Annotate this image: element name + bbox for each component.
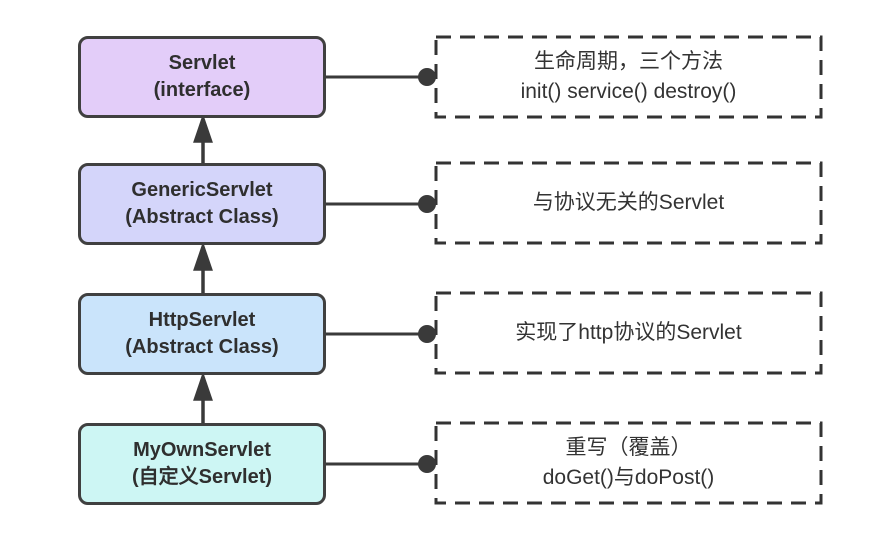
arrow-head-3 <box>193 371 213 401</box>
note-protocol-independent: 与协议无关的Servlet <box>436 163 821 243</box>
node-title: MyOwnServlet <box>133 439 271 461</box>
arrow-head-2 <box>193 241 213 271</box>
note-line: 与协议无关的Servlet <box>532 191 725 214</box>
node-subtitle: (interface) <box>153 79 251 101</box>
node-servlet: Servlet (interface) <box>78 36 326 118</box>
note-line: 重写（覆盖） <box>565 436 692 459</box>
note-line: 实现了http协议的Servlet <box>515 321 742 344</box>
node-generic-servlet: GenericServlet (Abstract Class) <box>78 163 326 245</box>
node-http-servlet: HttpServlet (Abstract Class) <box>78 293 326 375</box>
arrow-head-1 <box>193 113 213 143</box>
node-title: HttpServlet <box>148 309 256 331</box>
note-line: init() service() destroy() <box>520 80 737 103</box>
node-title: Servlet <box>168 52 236 74</box>
note-line: doGet()与doPost() <box>542 466 715 489</box>
connector-dot-1 <box>418 68 436 86</box>
note-http-protocol: 实现了http协议的Servlet <box>436 293 821 373</box>
node-my-own-servlet: MyOwnServlet (自定义Servlet) <box>78 423 326 505</box>
note-lifecycle: 生命周期，三个方法 init() service() destroy() <box>436 37 821 117</box>
connector-dot-3 <box>418 325 436 343</box>
node-subtitle: (Abstract Class) <box>125 336 279 358</box>
node-subtitle: (自定义Servlet) <box>131 466 273 488</box>
node-title: GenericServlet <box>131 179 273 201</box>
node-subtitle: (Abstract Class) <box>125 206 279 228</box>
connector-dot-2 <box>418 195 436 213</box>
note-line: 生命周期，三个方法 <box>534 50 723 73</box>
note-override-methods: 重写（覆盖） doGet()与doPost() <box>436 423 821 503</box>
connector-dot-4 <box>418 455 436 473</box>
